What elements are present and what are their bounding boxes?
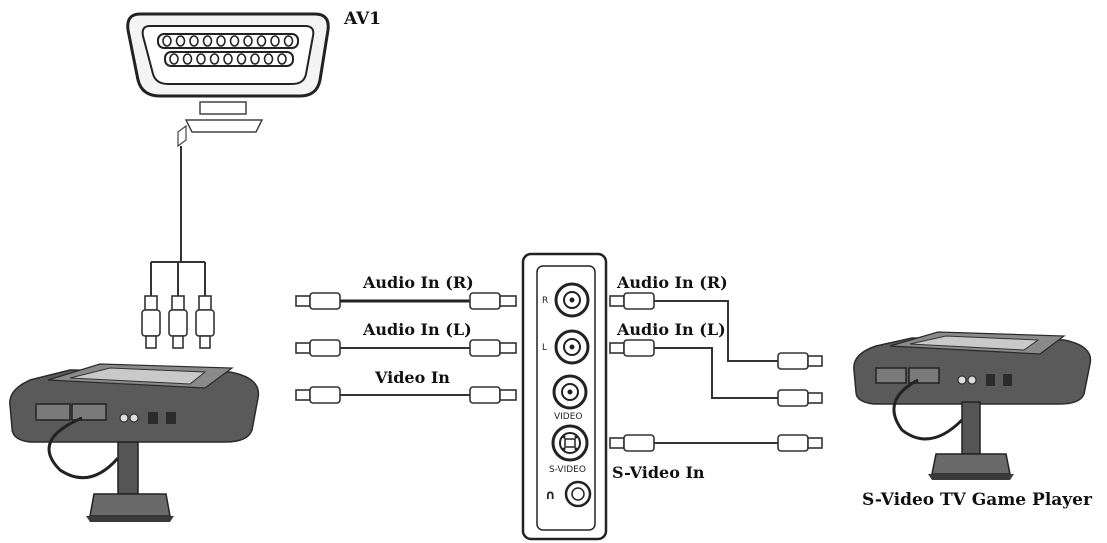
scart-pin	[196, 53, 206, 65]
scart-pin	[223, 53, 233, 65]
cable-left-video	[295, 386, 517, 404]
right-cables	[609, 292, 823, 452]
svideo-in-label: S-Video In	[612, 463, 705, 482]
headphone-icon: ∩	[545, 488, 556, 503]
right-audio-l-label: Audio In (L)	[616, 320, 726, 339]
jack-audio-l	[554, 329, 590, 365]
scart-pin	[175, 35, 186, 47]
rca-plug-set	[141, 295, 215, 349]
scart-pin	[202, 35, 213, 47]
input-panel: R L VIDEO S-VIDEO ∩	[521, 252, 608, 541]
jack-video	[552, 374, 588, 410]
scart-pin	[169, 53, 179, 65]
scart-plug	[150, 101, 264, 296]
scart-pin	[236, 53, 247, 65]
scart-pin	[209, 53, 220, 65]
scart-pin	[283, 35, 294, 47]
cable-left-audio-r	[295, 292, 517, 310]
rca-plug-1	[141, 295, 161, 349]
scart-connector	[126, 12, 330, 98]
left-audio-r-label: Audio In (R)	[362, 273, 474, 292]
scart-pin	[216, 35, 226, 47]
scart-pin	[256, 35, 267, 47]
scart-pin	[243, 35, 253, 47]
jack-svideo-label: S-VIDEO	[549, 465, 586, 475]
scart-pin	[270, 35, 280, 47]
left-video-label: Video In	[374, 368, 450, 387]
scart-pin	[189, 35, 199, 47]
cable-right-audio-l	[609, 339, 823, 407]
game-player-label: S-Video TV Game Player	[862, 490, 1093, 510]
left-audio-l-label: Audio In (L)	[362, 320, 472, 339]
scart-pin	[182, 53, 193, 65]
scart-pin	[229, 35, 240, 47]
jack-audio-r	[554, 282, 590, 318]
rca-plug-3	[195, 295, 215, 349]
cable-left-audio-l	[295, 339, 517, 357]
jack-headphone	[564, 480, 592, 508]
jack-l-label: L	[542, 343, 547, 353]
right-game-player	[853, 331, 1092, 480]
scart-pin	[250, 53, 260, 65]
scart-pin	[263, 53, 274, 65]
scart-pin	[277, 53, 287, 65]
jack-svideo	[551, 424, 589, 462]
cable-right-svideo	[609, 434, 823, 452]
rca-plug-2	[168, 295, 188, 349]
left-game-player	[9, 363, 260, 522]
cable-right-audio-r	[609, 292, 823, 370]
av1-label: AV1	[343, 9, 381, 29]
left-cables	[295, 292, 517, 404]
right-audio-r-label: Audio In (R)	[616, 273, 728, 292]
scart-pin	[162, 35, 172, 47]
jack-video-label: VIDEO	[554, 412, 583, 422]
jack-r-label: R	[542, 296, 548, 306]
